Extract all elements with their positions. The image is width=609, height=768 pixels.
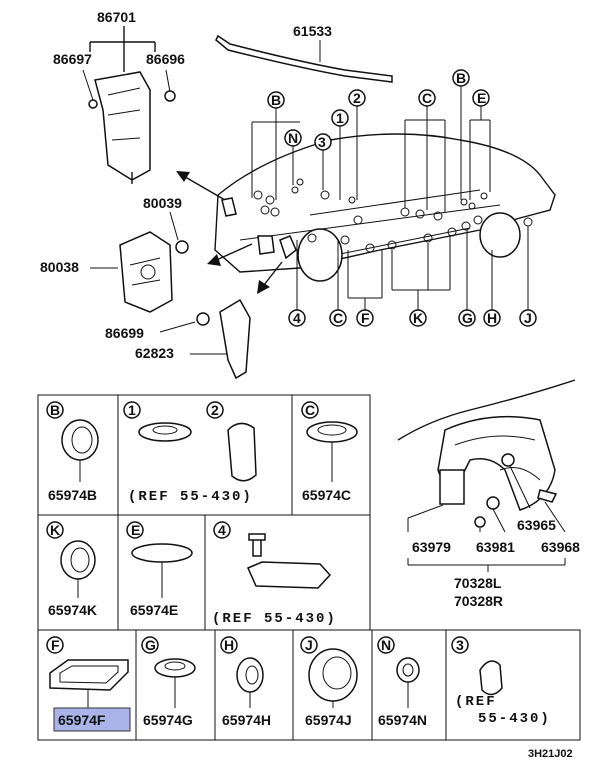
cell-F-ref: F — [51, 637, 60, 653]
cell-J-part: 65974J — [305, 712, 352, 728]
cell-1-ref: 1 — [128, 402, 136, 418]
cell-3-ref: 3 — [456, 637, 464, 653]
cell-4-ref: 4 — [218, 522, 226, 538]
callout-86701: 86701 — [97, 9, 136, 25]
grommet-H-shape — [236, 657, 264, 693]
callout-70328R: 70328R — [454, 593, 503, 609]
ref-B-right: B — [456, 70, 466, 86]
cell-H-part: 65974H — [222, 712, 271, 728]
callout-86697: 86697 — [53, 51, 92, 67]
gasket-F-shape — [49, 659, 129, 691]
fender-liner-group: 63965 63979 63981 63968 70328L 70328R — [397, 379, 580, 609]
car-body — [214, 133, 556, 282]
cell-G-ref: G — [145, 637, 156, 653]
plug-1-shape — [138, 422, 192, 442]
parts-grid: B 65974B 1 2 (REF 55-430) C 65974C K 659… — [37, 394, 581, 741]
cell-E-ref: E — [131, 522, 140, 538]
cell-J-ref: J — [305, 637, 313, 653]
strip-61533-shape — [215, 34, 393, 83]
ref-N: N — [288, 130, 298, 146]
callout-63965: 63965 — [517, 517, 556, 533]
callout-63981: 63981 — [476, 539, 515, 555]
cell-1-2-part: (REF 55-430) — [128, 489, 253, 505]
plug-E-shape — [131, 543, 193, 563]
strip-61533-group: 61533 — [215, 23, 393, 83]
callout-61533: 61533 — [293, 23, 332, 39]
callout-80039: 80039 — [143, 195, 182, 211]
cell-3-part-line1: (REF — [455, 694, 497, 710]
bracket-86701-shape — [94, 71, 151, 181]
callout-70328L: 70328L — [454, 575, 502, 591]
ref-4: 4 — [293, 310, 301, 326]
cell-C-ref: C — [305, 402, 315, 418]
cell-H-ref: H — [224, 637, 234, 653]
cell-F-part: 65974F — [58, 712, 106, 728]
ref-3: 3 — [318, 134, 326, 150]
grommet-J-shape — [308, 648, 358, 702]
ref-E: E — [477, 90, 486, 106]
bracket-80038-group: 80039 80038 86699 62823 — [40, 171, 297, 380]
ref-H: H — [487, 310, 497, 326]
cell-K-part: 65974K — [48, 602, 97, 618]
cell-E-part: 65974E — [130, 602, 178, 618]
cell-C-part: 65974C — [302, 487, 351, 503]
callout-86699: 86699 — [105, 325, 144, 341]
cell-B-part: 65974B — [48, 487, 97, 503]
grommet-N-shape — [396, 657, 420, 683]
ref-F: F — [361, 310, 370, 326]
bracket-63981-shape — [439, 469, 465, 505]
plug-2-shape — [227, 422, 257, 482]
highlight-box — [53, 707, 131, 732]
ref-J: J — [524, 310, 532, 326]
cell-3-part-line2: 55-430) — [478, 711, 551, 727]
cell-G-part: 65974G — [143, 712, 193, 728]
plug-3-shape — [479, 660, 503, 696]
reference-markers: B N 3 1 2 C B E 4 — [251, 69, 537, 327]
cell-N-ref: N — [381, 637, 391, 653]
cell-4-part: (REF 55-430) — [212, 611, 337, 627]
callout-62823: 62823 — [135, 345, 174, 361]
bracket-86701-group: 86701 86697 86696 — [53, 9, 185, 184]
cell-N-part: 65974N — [378, 712, 427, 728]
callout-63968: 63968 — [541, 539, 580, 555]
bracket-80038-shape — [119, 231, 173, 313]
ref-C-bottom: C — [333, 310, 343, 326]
ref-K: K — [413, 310, 423, 326]
grommet-K-shape — [60, 540, 96, 580]
callout-86696: 86696 — [146, 51, 185, 67]
diagram-code: 3H21J02 — [528, 748, 573, 760]
ref-C-top: C — [422, 90, 432, 106]
cell-K-ref: K — [50, 522, 60, 538]
ref-B-top: B — [271, 92, 281, 108]
bracket-62823-shape — [219, 298, 251, 380]
callout-63979: 63979 — [412, 539, 451, 555]
ref-2: 2 — [353, 90, 361, 106]
ref-G: G — [462, 310, 473, 326]
grommet-B-shape — [61, 419, 99, 461]
cover-4-shape — [247, 561, 332, 589]
callout-80038: 80038 — [40, 259, 79, 275]
ref-1: 1 — [336, 110, 344, 126]
cell-B-ref: B — [50, 402, 60, 418]
cell-2-ref: 2 — [211, 402, 219, 418]
